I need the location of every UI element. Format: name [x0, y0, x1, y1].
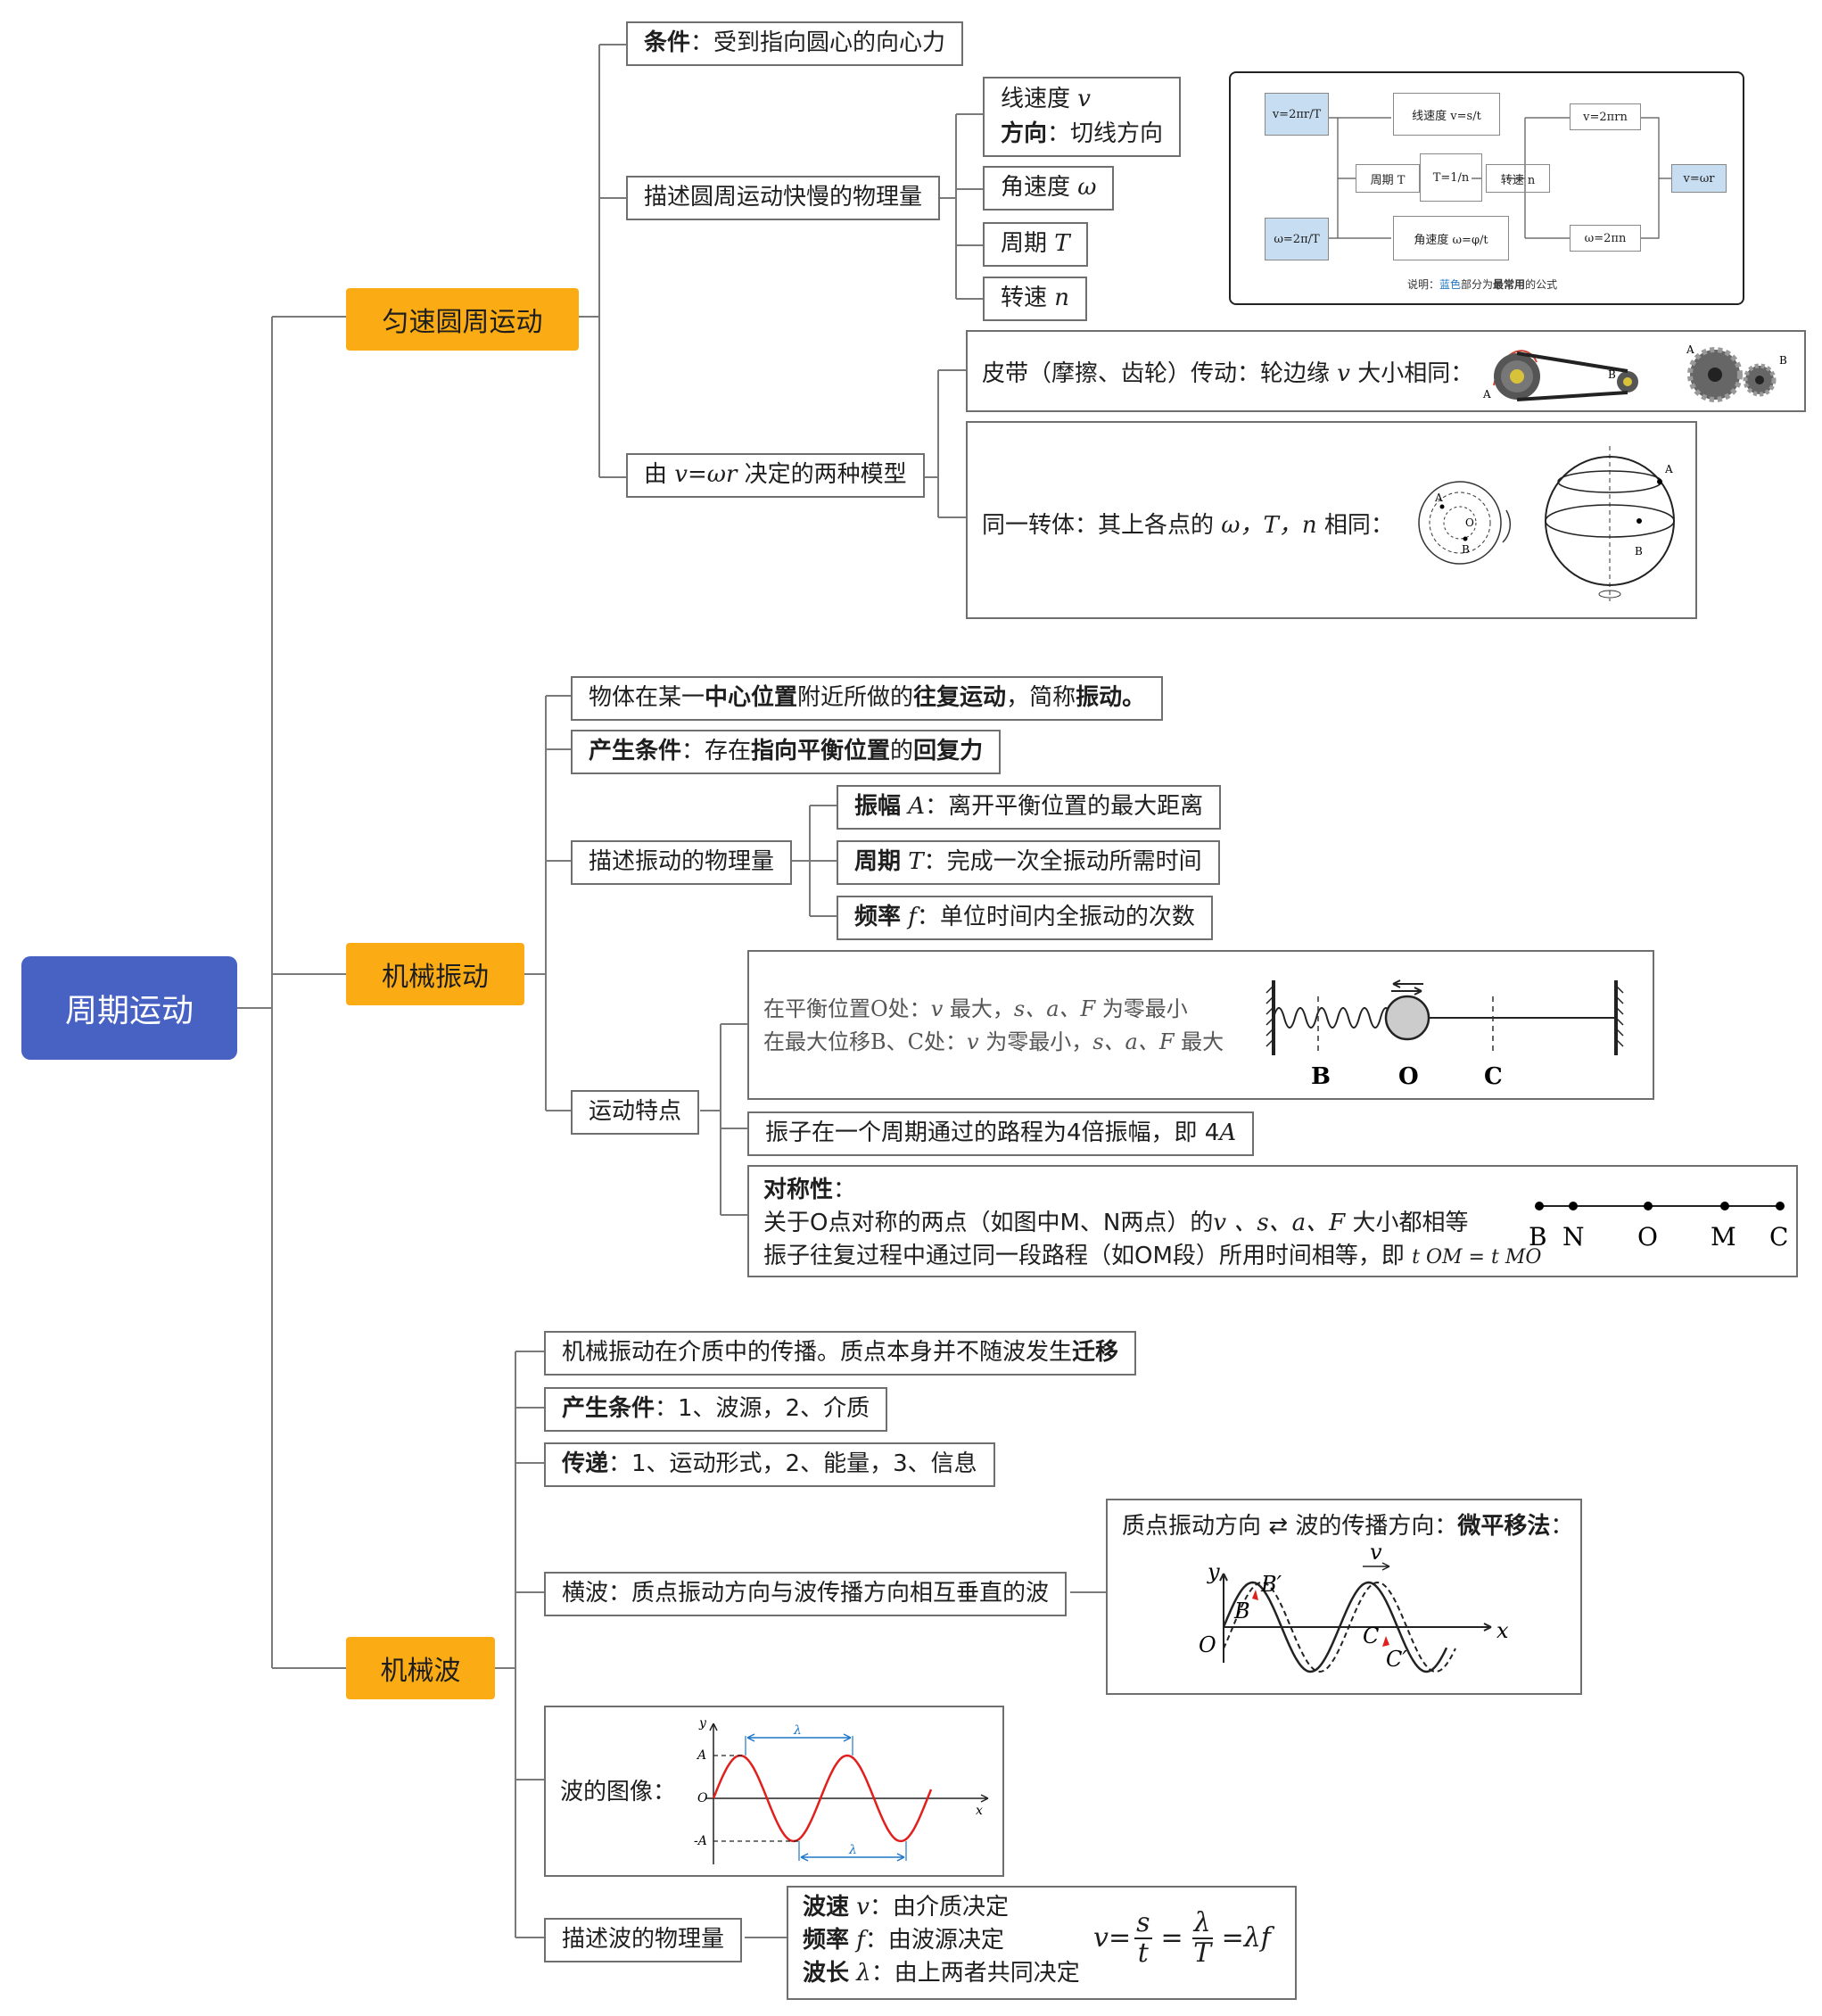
- formula-w-2pi-T: ω=2π/T: [1265, 218, 1329, 260]
- micro-shift-title: 质点振动方向 ⇄ 波的传播方向：微平移法：: [1122, 1513, 1574, 1540]
- node-describe-vibration[interactable]: 描述振动的物理量: [571, 840, 793, 885]
- formula-T-1-n: T=1/n: [1420, 153, 1482, 202]
- node-wave-condition[interactable]: 产生条件：1、波源，2、介质: [544, 1387, 888, 1432]
- formula-v-omega-r: v=ωr: [1671, 164, 1727, 193]
- symmetry-text: 对称性： 关于O点对称的两点（如图中M、N两点）的v 、s、a、F 大小都相等 …: [763, 1177, 1542, 1269]
- svg-text:B: B: [1233, 1599, 1250, 1624]
- node-condition[interactable]: 条件：受到指向圆心的向心力: [626, 21, 964, 66]
- node-describe-circular[interactable]: 描述圆周运动快慢的物理量: [626, 176, 941, 220]
- svg-text:C′: C′: [1386, 1647, 1407, 1672]
- svg-text:y: y: [698, 1716, 707, 1731]
- node-motion-features[interactable]: 运动特点: [571, 1090, 700, 1135]
- svg-text:C: C: [1769, 1222, 1788, 1252]
- node-vibration-definition[interactable]: 物体在某一中心位置附近所做的往复运动，简称振动。: [571, 676, 1164, 721]
- micro-shift-figure: y O x B B′ C C′ v: [1199, 1547, 1509, 1673]
- svg-text:B: B: [1529, 1222, 1547, 1252]
- spring-oscillator-figure: B O C: [1266, 979, 1624, 1090]
- node-same-body[interactable]: 同一转体：其上各点的 ω，T，n 相同： A B O A B: [966, 421, 1697, 619]
- node-transverse-wave[interactable]: 横波：质点振动方向与波传播方向相互垂直的波: [544, 1572, 1068, 1616]
- formula-note: 说明：蓝色部分为最常用的公式: [1407, 278, 1558, 291]
- svg-text:C: C: [1363, 1624, 1379, 1648]
- rotating-body-figure: A B O A B: [1418, 446, 1675, 601]
- node-period[interactable]: 周期 T: [983, 222, 1088, 267]
- node-micro-shift[interactable]: 质点振动方向 ⇄ 波的传播方向：微平移法： y O x B B′ C C′ v: [1106, 1499, 1582, 1695]
- svg-text:B: B: [1779, 354, 1787, 367]
- wave-graph-label: 波的图像：: [560, 1779, 677, 1805]
- svg-text:O: O: [1199, 1632, 1216, 1657]
- root-node[interactable]: 周期运动: [21, 956, 237, 1060]
- wave-quantities-text: 波速 v：由介质决定 频率 f：由波源决定 波长 λ：由上两者共同决定: [803, 1894, 1080, 1987]
- node-wave-transfer[interactable]: 传递：1、运动形式，2、能量，3、信息: [544, 1442, 995, 1487]
- svg-text:A: A: [1686, 343, 1694, 356]
- svg-text:A: A: [696, 1748, 706, 1763]
- svg-text:A: A: [1664, 463, 1673, 475]
- formula-period-T: 周期 T: [1356, 164, 1420, 193]
- svg-text:x: x: [1496, 1618, 1509, 1643]
- svg-text:B: B: [1462, 543, 1470, 556]
- node-symmetry[interactable]: 对称性： 关于O点对称的两点（如图中M、N两点）的v 、s、a、F 大小都相等 …: [747, 1165, 1798, 1277]
- svg-text:B: B: [1635, 545, 1643, 558]
- node-amplitude[interactable]: 振幅 A：离开平衡位置的最大距离: [837, 785, 1222, 830]
- svg-text:-A: -A: [694, 1834, 707, 1848]
- svg-text:O: O: [697, 1791, 708, 1805]
- node-angular-speed[interactable]: 角速度 ω: [983, 166, 1115, 211]
- formula-angular-speed: 角速度 ω=φ/t: [1393, 216, 1509, 260]
- svg-text:λ: λ: [848, 1843, 857, 1857]
- formula-w-2pin: ω=2πn: [1570, 225, 1641, 252]
- node-two-models[interactable]: 由 v=ωr 决定的两种模型: [626, 453, 925, 498]
- topic-mechanical-vibration[interactable]: 机械振动: [346, 943, 524, 1005]
- wave-graph-figure: y A -A O x λ λ: [694, 1716, 989, 1864]
- svg-text:N: N: [1562, 1222, 1585, 1252]
- svg-text:O: O: [1398, 1063, 1419, 1090]
- node-wave-graph[interactable]: 波的图像： y A -A O x λ λ: [544, 1706, 1004, 1877]
- svg-text:A: A: [1482, 388, 1491, 401]
- same-body-text: 同一转体：其上各点的 ω，T，n 相同：: [982, 512, 1394, 539]
- formula-v-2pirn: v=2πrn: [1570, 103, 1641, 130]
- svg-text:O: O: [1465, 516, 1474, 529]
- belt-text: 皮带（摩擦、齿轮）传动：轮边缘 v 大小相同：: [982, 360, 1474, 387]
- topic-circular-motion[interactable]: 匀速圆周运动: [346, 288, 579, 351]
- node-path-4A[interactable]: 振子在一个周期通过的路程为4倍振幅，即 4A: [747, 1111, 1255, 1156]
- formula-rotation-n: 转速 n: [1486, 164, 1550, 193]
- node-feature-spring[interactable]: 在平衡位置O处：v 最大，s、a、F 为零最小 在最大位移B、C处：v 为零最小…: [747, 950, 1654, 1100]
- svg-text:O: O: [1637, 1222, 1658, 1252]
- node-describe-wave[interactable]: 描述波的物理量: [544, 1918, 743, 1962]
- node-linear-speed[interactable]: 线速度 v 方向：切线方向: [983, 77, 1182, 157]
- node-wave-definition[interactable]: 机械振动在介质中的传播。质点本身并不随波发生迁移: [544, 1331, 1137, 1376]
- svg-text:y: y: [1207, 1559, 1220, 1584]
- svg-text:M: M: [1711, 1222, 1736, 1252]
- formula-v-2pir-T: v=2πr/T: [1265, 93, 1329, 136]
- formula-linear-speed: 线速度 v=s/t: [1393, 93, 1500, 136]
- node-wave-quantities[interactable]: 波速 v：由介质决定 频率 f：由波源决定 波长 λ：由上两者共同决定 v= s…: [787, 1886, 1297, 2000]
- svg-text:x: x: [976, 1804, 983, 1818]
- svg-text:v: v: [1370, 1547, 1382, 1565]
- belt-gear-figure: A B A B: [1482, 343, 1787, 402]
- svg-text:B: B: [1608, 368, 1616, 381]
- topic-mechanical-wave[interactable]: 机械波: [346, 1637, 495, 1699]
- symmetry-axis-figure: B N O M C: [1529, 1202, 1788, 1252]
- svg-text:λ: λ: [793, 1723, 802, 1738]
- node-belt-transmission[interactable]: 皮带（摩擦、齿轮）传动：轮边缘 v 大小相同： A B A B: [966, 330, 1806, 412]
- node-vibration-period[interactable]: 周期 T：完成一次全振动所需时间: [837, 840, 1220, 885]
- feature-lines: 在平衡位置O处：v 最大，s、a、F 为零最小 在最大位移B、C处：v 为零最小…: [763, 996, 1224, 1055]
- svg-text:C: C: [1484, 1063, 1503, 1090]
- node-vibration-condition[interactable]: 产生条件：存在指向平衡位置的回复力: [571, 730, 1002, 774]
- node-rotation[interactable]: 转速 n: [983, 277, 1088, 321]
- svg-text:A: A: [1434, 492, 1443, 504]
- node-frequency[interactable]: 频率 f：单位时间内全振动的次数: [837, 896, 1213, 940]
- formula-relation-box: v=2πr/T 线速度 v=s/t v=2πrn 周期 T T=1/n 转速 n…: [1229, 71, 1744, 305]
- svg-text:B′: B′: [1260, 1572, 1282, 1597]
- svg-text:B: B: [1311, 1063, 1331, 1090]
